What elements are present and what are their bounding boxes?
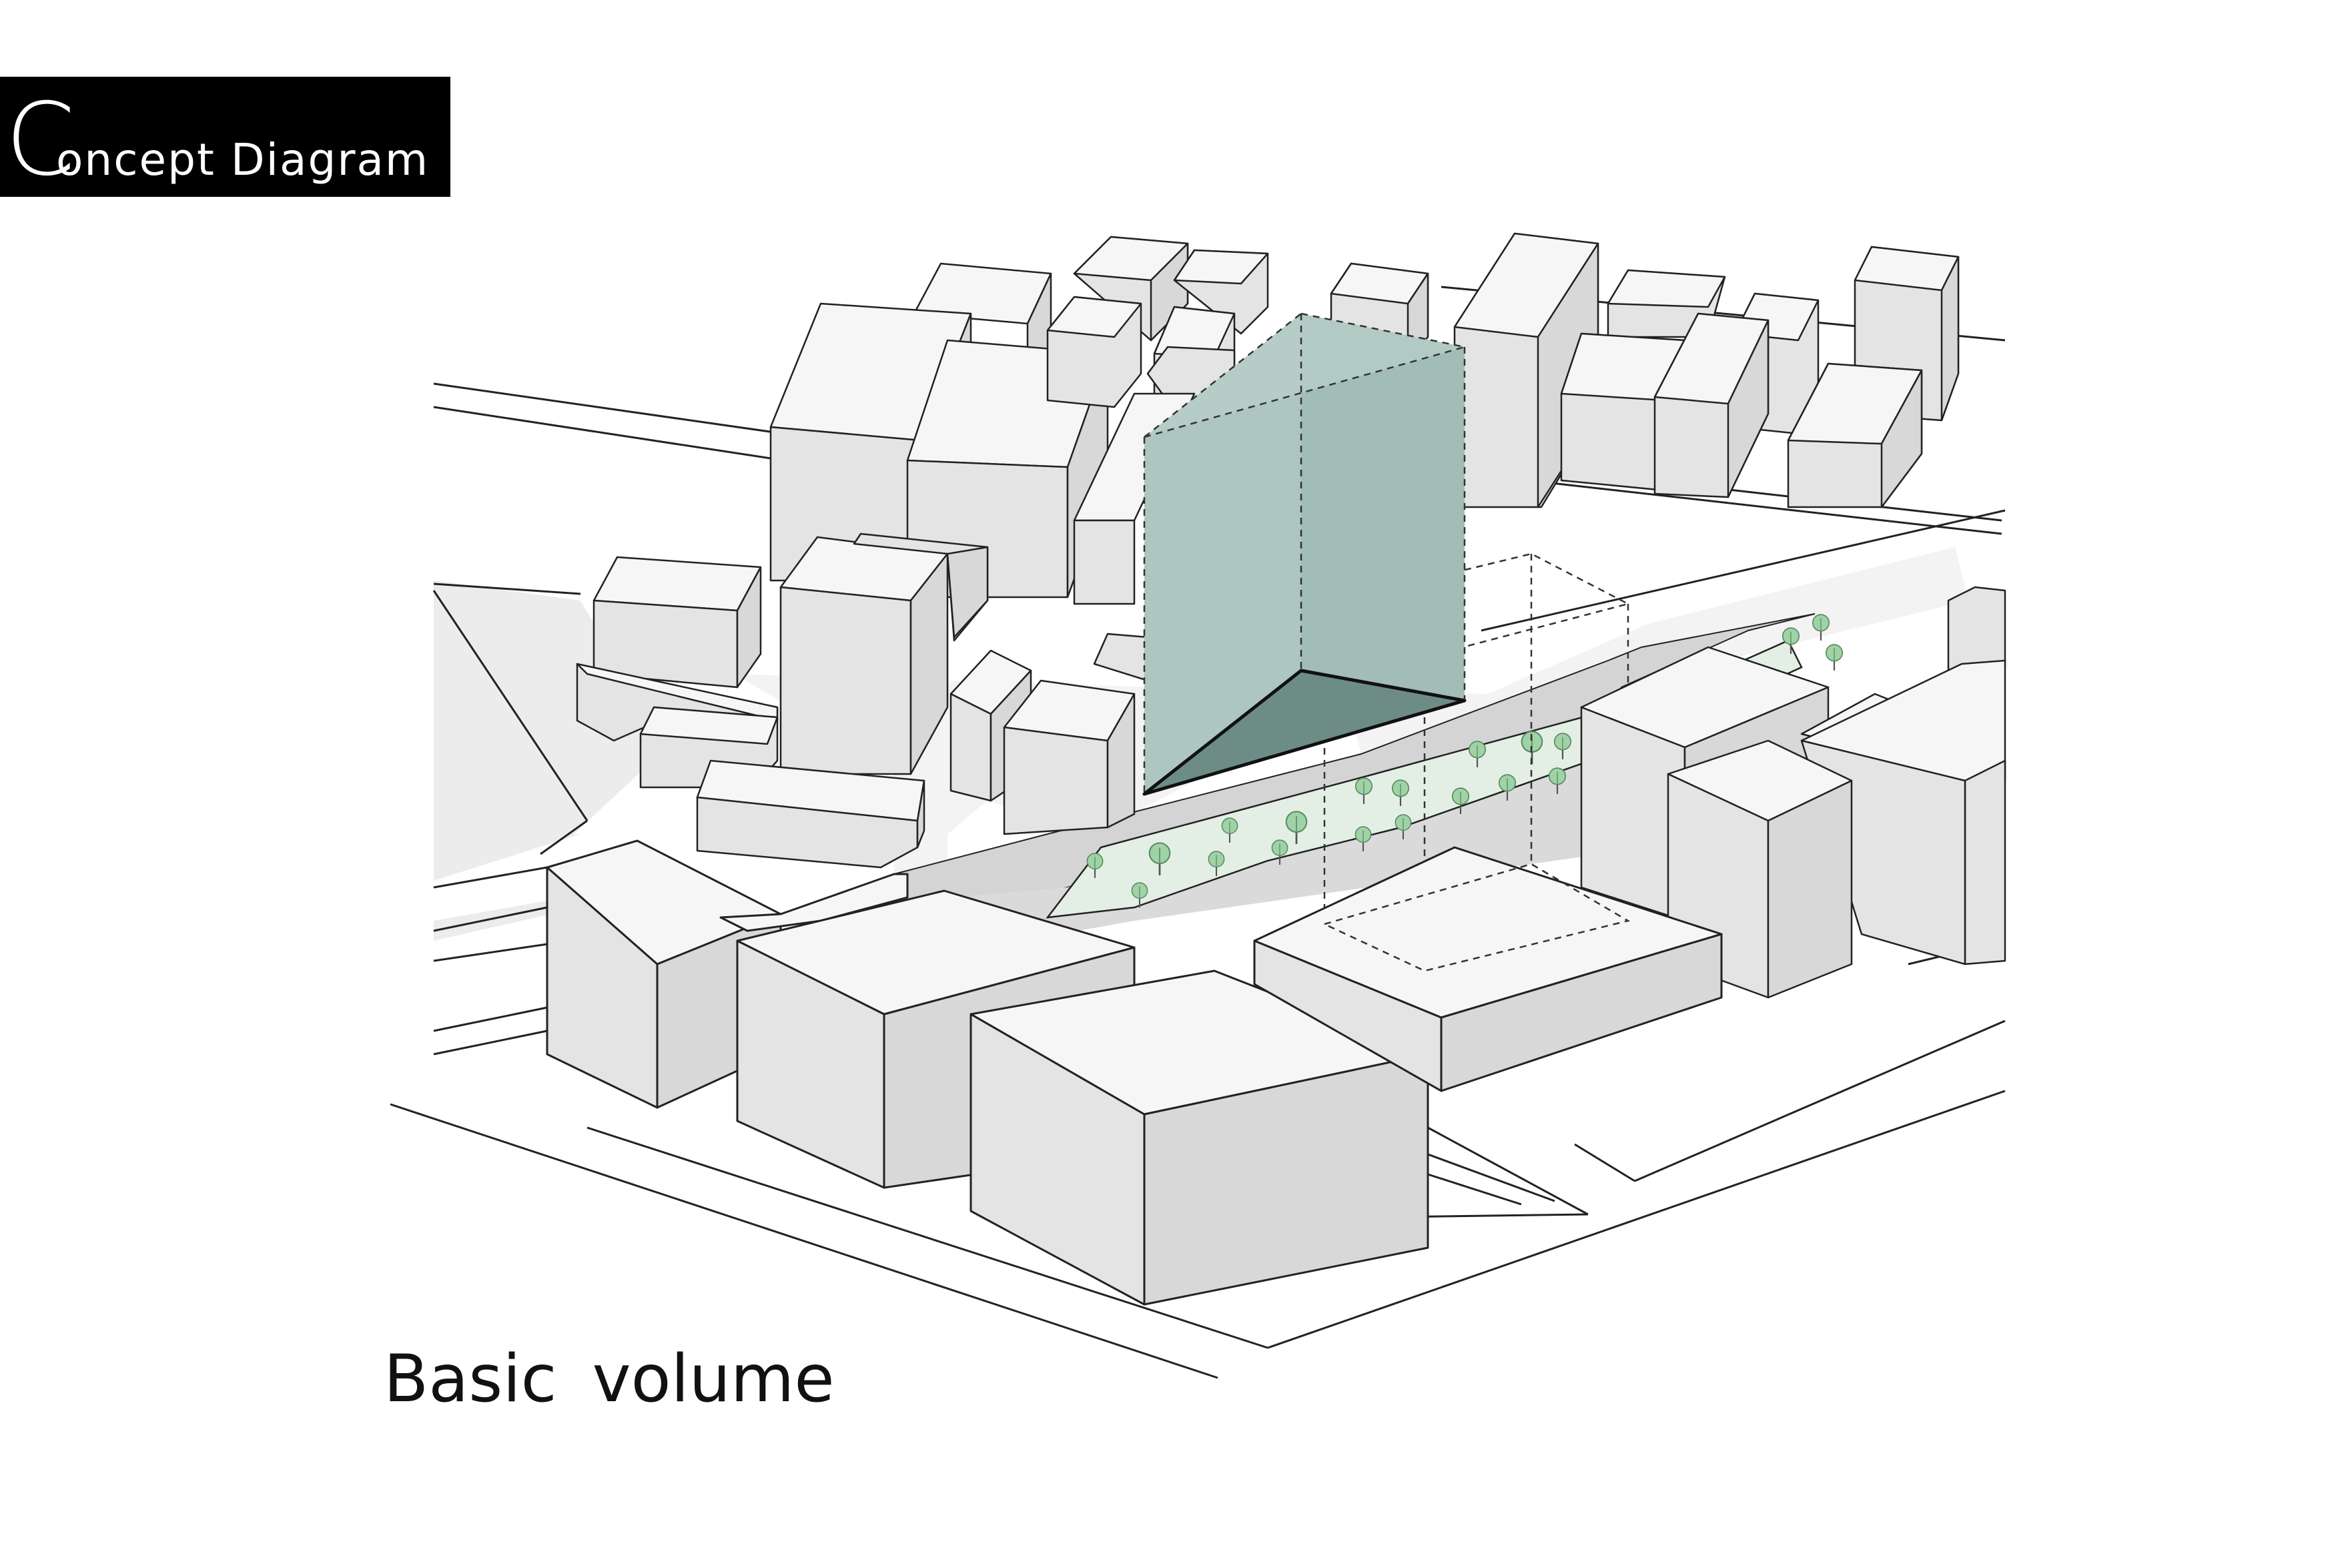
tower-volume [1142, 312, 1467, 796]
tree-icon [1825, 644, 1844, 671]
title-badge: C oncept Diagram [0, 77, 450, 197]
diagram-caption: Basic volume [384, 1341, 835, 1417]
title-initial: C [5, 82, 75, 198]
background-buildings [576, 232, 1960, 869]
title-text: oncept Diagram [56, 134, 430, 185]
tower-base [1142, 669, 1467, 796]
east-buildings [1580, 586, 2006, 999]
proposed-volume-lower [1322, 863, 1631, 972]
foreground-buildings [546, 839, 1723, 1306]
